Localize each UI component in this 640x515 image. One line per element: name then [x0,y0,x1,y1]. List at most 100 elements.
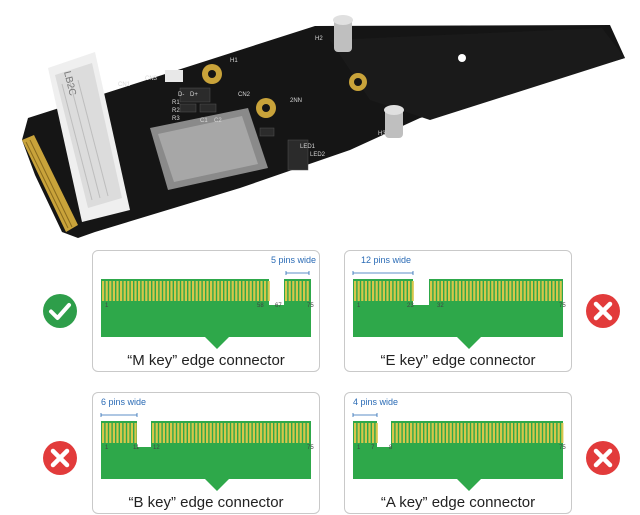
gold-pin [184,281,187,301]
gold-pin [249,423,252,443]
gold-pin [242,423,245,443]
cross-icon [585,293,621,329]
gold-pin [238,423,241,443]
pin-number: 75 [559,303,566,309]
gold-pin [487,281,490,301]
gold-pin [507,423,510,443]
gold-pin [170,423,173,443]
gold-pin [198,423,201,443]
gold-pin [256,423,259,443]
gold-pin [130,423,133,443]
gold-pin [386,281,389,301]
pin-number: 1 [357,303,361,309]
gold-pin [130,281,133,301]
gold-pin [180,423,183,443]
gold-pin [538,281,541,301]
gold-pin [177,423,180,443]
gold-pin [435,423,438,443]
gold-pin [361,423,364,443]
gold-pin [127,281,130,301]
gold-pin [402,423,405,443]
pin-number: 32 [437,303,444,309]
gold-pin [120,423,123,443]
gold-pin [303,281,306,301]
gold-pin [252,423,255,443]
gold-pin [525,423,528,443]
pcb-strip [330,28,625,120]
gold-pin [456,423,459,443]
pin-number: 1 [105,303,109,309]
pin-number: 67 [275,303,282,309]
pin-number: 1 [105,445,109,451]
pin-number: 75 [559,445,566,451]
gold-pin [357,423,360,443]
gold-pin [364,423,367,443]
gold-pin [399,423,402,443]
cn3-connector [165,70,183,82]
gold-pin [478,423,481,443]
gold-pin [288,423,291,443]
gold-pin [278,423,281,443]
gold-pin [518,423,521,443]
connector-caption: “A key” edge connector [380,494,536,511]
gold-pin [446,423,449,443]
gold-pin [267,423,270,443]
gold-pin [372,423,375,443]
gold-pin [512,281,515,301]
gold-pin [227,423,230,443]
gold-pin [102,423,105,443]
gold-pin [173,423,176,443]
gold-pin [202,423,205,443]
gold-pin [249,281,252,301]
gold-pin [561,423,564,443]
gold-pin [155,423,158,443]
gold-pin [156,281,159,301]
gold-pin [145,281,148,301]
gold-pin [245,423,248,443]
gold-pin [448,281,451,301]
pins-bracket [352,271,414,275]
gold-pin [116,281,119,301]
gold-pin [541,281,544,301]
gold-pin [170,281,173,301]
gold-pin [274,423,277,443]
pins-wide-label: 12 pins wide [361,255,412,265]
gold-pin [152,281,155,301]
gold-pin [411,281,414,301]
cross-icon [585,440,621,476]
gold-pin [357,281,360,301]
gold-pin [306,423,309,443]
gold-pin [503,423,506,443]
gold-pin [546,423,549,443]
pcb-body [353,421,563,491]
gold-pin [375,281,378,301]
label-cn2: CN2 [238,92,251,98]
gold-pin [361,281,364,301]
gold-pin [184,423,187,443]
label-r1: R1 [172,100,180,106]
pins-wide-label: 4 pins wide [353,397,399,407]
gold-pin [485,423,488,443]
gold-pin [379,281,382,301]
connector-caption: “E key” edge connector [380,352,536,369]
gold-pin [502,281,505,301]
gold-pin [264,281,267,301]
gold-pin [534,281,537,301]
gold-pin [372,281,375,301]
gold-pin [527,281,530,301]
gold-pin [195,423,198,443]
gold-pin [494,281,497,301]
gold-pin [234,423,237,443]
label-d-plus: D+ [190,92,198,98]
gold-pin [242,281,245,301]
label-h2: H2 [315,36,323,42]
gold-pin [449,423,452,443]
gold-pin [433,281,436,301]
strip-hole [458,54,466,62]
gold-pin [109,423,112,443]
gold-pin [476,281,479,301]
gold-pin [437,281,440,301]
gold-pin [152,423,155,443]
gold-pin [292,423,295,443]
gold-pin [260,423,263,443]
